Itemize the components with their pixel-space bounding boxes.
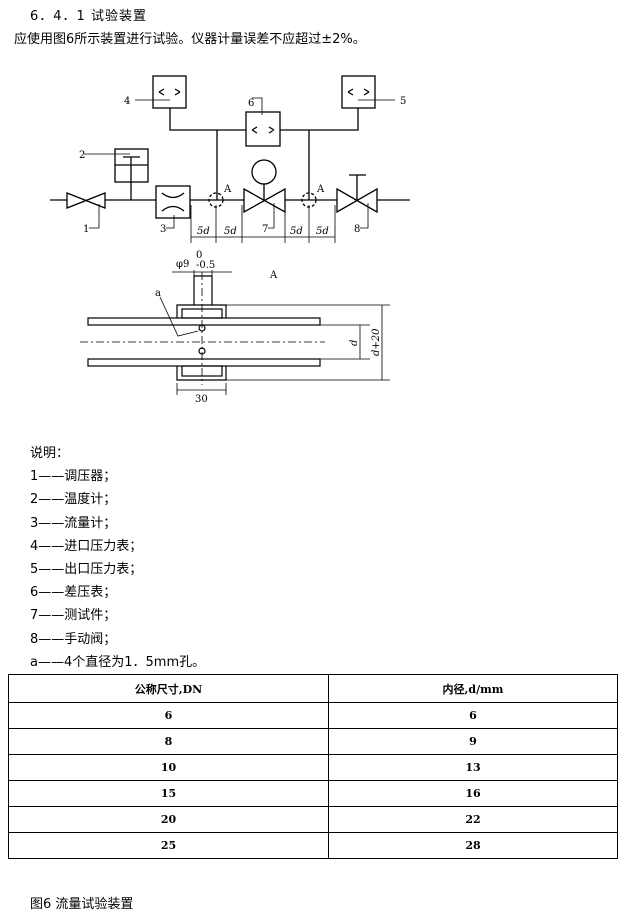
- stem-dim: φ9: [176, 259, 189, 270]
- intro-text: 应使用图6所示装置进行试验。仪器计量误差不应超过±2%。: [14, 32, 366, 47]
- label-7: 7: [262, 224, 268, 235]
- legend-item: 1——调压器；: [30, 469, 117, 485]
- cell: 9: [327, 728, 619, 755]
- thermometer-2: [114, 148, 149, 200]
- section-mark: A: [316, 184, 325, 195]
- legend-item: 2——温度计；: [30, 492, 117, 508]
- test-setup-diagram: 4 2 6 5 1 3 7 8 A A 5d 5d 5d 5d: [50, 75, 410, 243]
- cell: 6: [327, 702, 619, 729]
- legend-item: a——4个直径为1．5mm孔。: [30, 654, 206, 670]
- stem-tol-lower: -0.5: [196, 260, 215, 271]
- label-5: 5: [400, 96, 406, 107]
- dim-30: 30: [195, 394, 208, 405]
- dim-5d: 5d: [290, 226, 303, 237]
- legend-item: 6——差压表；: [30, 585, 117, 601]
- label-1: 1: [83, 224, 89, 235]
- label-4: 4: [124, 96, 130, 107]
- stem-tol-upper: 0: [196, 250, 202, 261]
- cell: 28: [327, 832, 619, 859]
- header-d: 内径,d/mm: [327, 674, 619, 703]
- pressure-regulator-1: [66, 192, 106, 209]
- label-6: 6: [248, 98, 254, 109]
- legend-title: 说明：: [30, 446, 70, 461]
- label-8: 8: [354, 224, 360, 235]
- legend-item: 8——手动阀；: [30, 631, 117, 647]
- cell: 6: [8, 702, 329, 729]
- cell: 16: [327, 780, 619, 807]
- dim-d: d: [349, 340, 360, 346]
- legend-item: 4——进口压力表；: [30, 538, 143, 554]
- dim-5d: 5d: [316, 226, 329, 237]
- cell: 15: [8, 780, 329, 807]
- dim-d20: d+20: [371, 328, 382, 356]
- legend-item: 3——流量计；: [30, 515, 117, 531]
- section-mark: A: [223, 184, 232, 195]
- dim-5d: 5d: [224, 226, 237, 237]
- section-heading: 6．4．1 试验装置: [30, 9, 147, 24]
- cell: 20: [8, 806, 329, 833]
- cell: 13: [327, 754, 619, 781]
- cell: 8: [8, 728, 329, 755]
- cell: 10: [8, 754, 329, 781]
- figure-caption: 图6 流量试验装置: [30, 897, 134, 912]
- label-2: 2: [79, 150, 85, 161]
- dim-5d: 5d: [197, 226, 210, 237]
- header-dn: 公称尺寸,DN: [8, 674, 329, 703]
- test-piece-7: [243, 159, 286, 214]
- flow-meter-3: [155, 185, 191, 219]
- legend: 说明： 1——调压器； 2——温度计； 3——流量计； 4——进口压力表； 5—…: [30, 442, 205, 674]
- hole-label-a: a: [155, 288, 161, 299]
- manual-valve-8: [336, 174, 378, 214]
- detail-a-diagram: A a φ9 0 -0.5 30 d d+20: [80, 250, 390, 405]
- cell: 25: [8, 832, 329, 859]
- detail-title: A: [269, 270, 278, 281]
- legend-item: 7——测试件；: [30, 608, 117, 624]
- legend-item: 5——出口压力表；: [30, 561, 143, 577]
- cell: 22: [327, 806, 619, 833]
- label-3: 3: [160, 224, 166, 235]
